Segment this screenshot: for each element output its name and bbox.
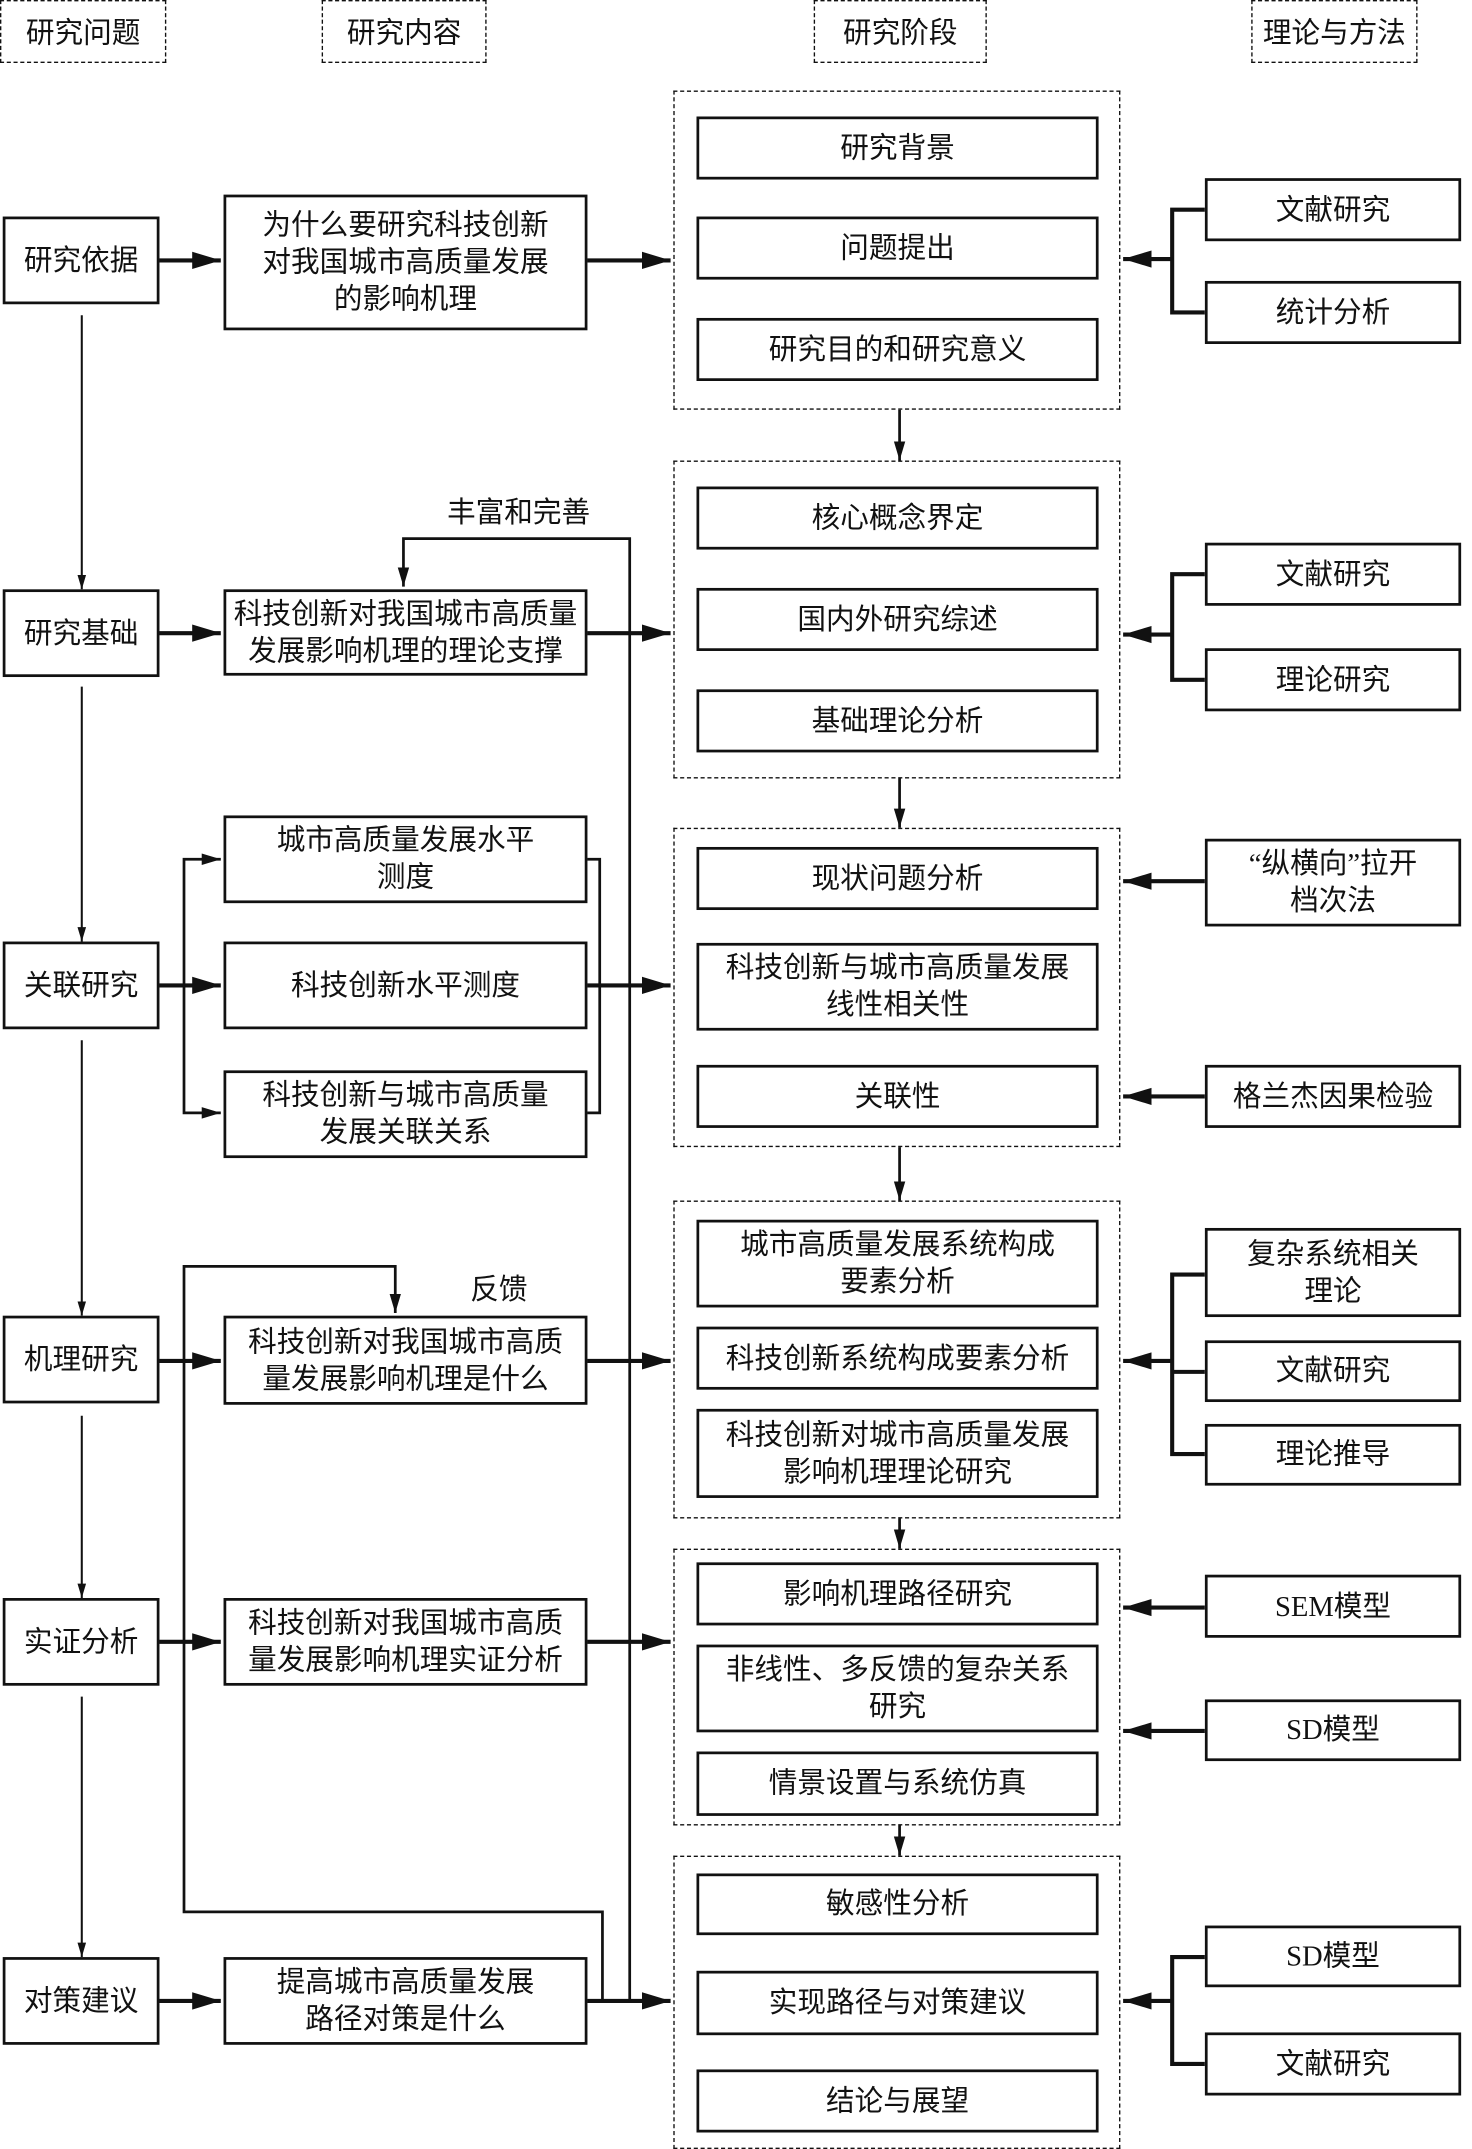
method-box: “纵横向”拉开 档次法 — [1204, 838, 1462, 927]
column-header: 研究阶段 — [813, 0, 987, 64]
stage-group — [673, 1200, 1121, 1519]
stage-group — [673, 827, 1121, 1148]
stage-item: 影响机理路径研究 — [696, 1562, 1099, 1626]
stage-item: 关联性 — [696, 1064, 1099, 1128]
stage-item: 核心概念界定 — [696, 486, 1099, 550]
content-box: 科技创新水平测度 — [223, 941, 588, 1030]
content-box: 科技创新与城市高质量 发展关联关系 — [223, 1070, 588, 1159]
method-box: 格兰杰因果检验 — [1204, 1064, 1462, 1128]
question-box: 关联研究 — [2, 941, 160, 1030]
connector-line — [1170, 1272, 1205, 1457]
arrow — [182, 985, 221, 1119]
column-header: 理论与方法 — [1251, 0, 1418, 64]
stage-item: 国内外研究综述 — [696, 587, 1099, 651]
connector-line — [1170, 572, 1205, 682]
stage-group — [673, 90, 1121, 410]
stage-group — [673, 1855, 1121, 2149]
method-box: SD模型 — [1204, 1699, 1462, 1762]
connector-line — [1170, 1955, 1205, 2067]
content-box: 科技创新对我国城市高质量 发展影响机理的理论支撑 — [223, 589, 588, 676]
connector-line — [587, 857, 602, 1115]
stage-item: 实现路径与对策建议 — [696, 1970, 1099, 2036]
method-box: 文献研究 — [1204, 178, 1462, 242]
connector-line — [1170, 207, 1205, 315]
method-box: 文献研究 — [1204, 542, 1462, 606]
content-box: 科技创新对我国城市高质 量发展影响机理是什么 — [223, 1315, 588, 1405]
stage-item: 敏感性分析 — [696, 1873, 1099, 1936]
feedback-label: 反馈 — [470, 1273, 528, 1307]
column-header: 研究内容 — [321, 0, 487, 64]
method-box: SEM模型 — [1204, 1574, 1462, 1638]
question-box: 研究依据 — [2, 216, 160, 305]
enrich-feedback-label: 丰富和完善 — [447, 496, 591, 530]
stage-item: 问题提出 — [696, 216, 1099, 280]
content-box: 科技创新对我国城市高质 量发展影响机理实证分析 — [223, 1598, 588, 1686]
arrow — [397, 537, 632, 2001]
method-box: 文献研究 — [1204, 1340, 1462, 1403]
question-box: 研究基础 — [2, 589, 160, 678]
question-box: 实证分析 — [2, 1598, 160, 1686]
stage-item: 基础理论分析 — [696, 689, 1099, 753]
stage-item: 非线性、多反馈的复杂关系 研究 — [696, 1644, 1099, 1733]
stage-group — [673, 1548, 1121, 1826]
method-box: 统计分析 — [1204, 280, 1462, 344]
stage-item: 科技创新与城市高质量发展 线性相关性 — [696, 942, 1099, 1031]
method-box: 复杂系统相关 理论 — [1204, 1227, 1462, 1318]
arrow — [182, 853, 221, 986]
content-box: 城市高质量发展水平 测度 — [223, 815, 588, 904]
stage-item: 结论与展望 — [696, 2069, 1099, 2133]
method-box: 理论研究 — [1204, 648, 1462, 712]
stage-item: 现状问题分析 — [696, 846, 1099, 911]
stage-item: 科技创新系统构成要素分析 — [696, 1326, 1099, 1390]
question-box: 机理研究 — [2, 1315, 160, 1404]
method-box: 理论推导 — [1204, 1423, 1462, 1486]
stage-item: 研究目的和研究意义 — [696, 317, 1099, 381]
stage-group — [673, 460, 1121, 779]
stage-item: 科技创新对城市高质量发展 影响机理理论研究 — [696, 1408, 1099, 1498]
stage-item: 情景设置与系统仿真 — [696, 1751, 1099, 1816]
question-box: 对策建议 — [2, 1957, 160, 2045]
content-box: 提高城市高质量发展 路径对策是什么 — [223, 1957, 588, 2045]
method-box: SD模型 — [1204, 1925, 1462, 1988]
arrow — [182, 1264, 604, 2001]
column-header: 研究问题 — [0, 0, 167, 64]
content-box: 为什么要研究科技创新 对我国城市高质量发展 的影响机理 — [223, 194, 588, 331]
method-box: 文献研究 — [1204, 2032, 1462, 2096]
stage-item: 研究背景 — [696, 116, 1099, 180]
stage-item: 城市高质量发展系统构成 要素分析 — [696, 1219, 1099, 1308]
